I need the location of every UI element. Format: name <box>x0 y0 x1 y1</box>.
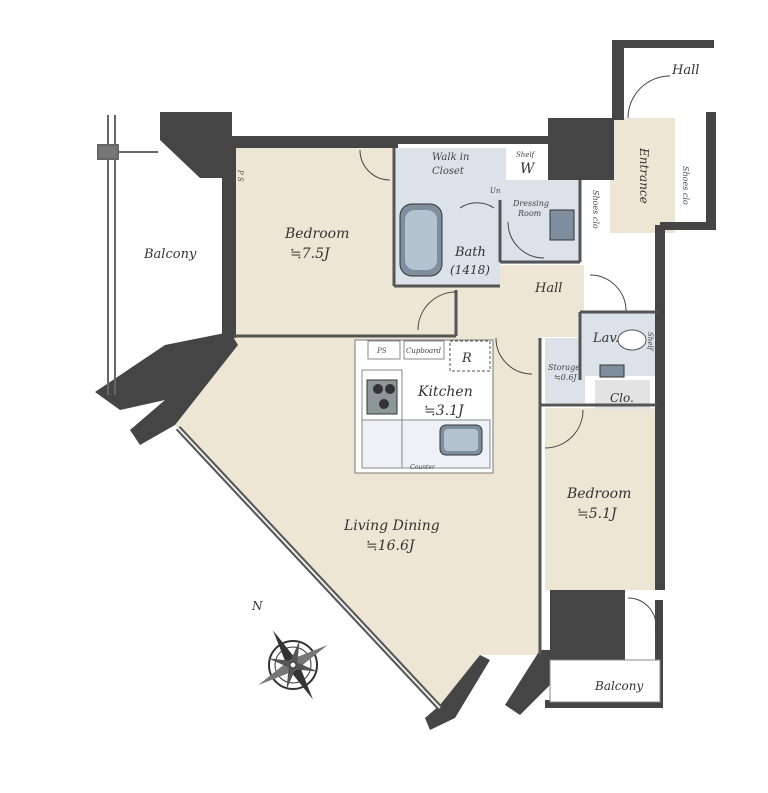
clo-name: Clo. <box>610 391 634 405</box>
doors <box>359 75 671 627</box>
shoes-clo-label: Shoes clo <box>591 190 600 229</box>
shoes-clo-label-2: Shoes clo <box>681 166 690 205</box>
door-bath <box>459 202 495 209</box>
walkin-line1: Walk in <box>432 152 469 163</box>
toilet <box>617 329 647 351</box>
kitchen-name: Kitchen <box>417 384 473 400</box>
compass-icon <box>258 630 328 700</box>
hall-top-label: Hall <box>671 63 699 78</box>
diagonal-window <box>175 425 443 711</box>
walls <box>95 40 716 730</box>
dressing-line2: Room <box>517 209 542 218</box>
bedroom-2-size: ≒5.1J <box>577 506 618 522</box>
r-label: R <box>461 351 472 366</box>
balcony-left-railing <box>97 115 158 395</box>
un-label: Un <box>490 187 501 195</box>
cupboard-label: Cupboard <box>406 347 442 355</box>
lav-name: Lav. <box>592 331 619 346</box>
bathtub <box>399 203 443 277</box>
shelf-label: Shelf <box>516 151 536 159</box>
bedroom-1-name: Bedroom <box>284 226 349 242</box>
bath-size: (1418) <box>450 263 490 277</box>
living-name: Living Dining <box>343 518 440 534</box>
bedroom-1-size: ≒7.5J <box>290 246 331 262</box>
storage-floor <box>545 338 585 403</box>
door-living <box>417 291 457 331</box>
door-balcony-bottom <box>627 597 657 627</box>
walkin-line2: Closet <box>432 166 465 177</box>
bedroom-2-name: Bedroom <box>566 486 631 502</box>
walkin-closet-floor <box>394 148 506 198</box>
kitchen-size: ≒3.1J <box>424 403 465 419</box>
door-dressing <box>507 221 545 259</box>
bedroom-2-floor <box>545 408 657 590</box>
door-bedroom2 <box>544 409 584 449</box>
ps-label: PS <box>376 347 387 355</box>
dressing-line1: Dressing <box>512 199 549 208</box>
lav-sink <box>599 364 625 378</box>
balcony-bottom-area <box>549 659 661 703</box>
balcony-bottom-label: Balcony <box>594 679 643 693</box>
living-size: ≒16.6J <box>366 538 416 554</box>
interior-walls <box>234 148 658 655</box>
hall-mid-label: Hall <box>534 281 562 296</box>
dressing-sink <box>549 209 575 241</box>
entrance-floor <box>610 118 675 233</box>
bedroom-1-floor <box>234 148 394 336</box>
door-bedroom1 <box>359 149 391 181</box>
kitchen-counter <box>354 339 494 474</box>
ps-vert-label: P S <box>236 169 244 182</box>
w-label: W <box>520 161 536 177</box>
balcony-left-label: Balcony <box>143 247 197 262</box>
bath-name: Bath <box>454 245 486 260</box>
door-storage <box>495 337 533 375</box>
shelf-label-2: Shelf <box>646 332 654 352</box>
door-lav <box>589 274 627 312</box>
door-entrance <box>627 75 671 119</box>
compass-n-label: N <box>251 599 263 613</box>
counter-label: Counter <box>410 464 436 471</box>
storage-size: ≒0.6J <box>554 373 577 382</box>
storage-name: Storage <box>548 363 580 372</box>
entrance-label: Entrance <box>637 147 651 204</box>
